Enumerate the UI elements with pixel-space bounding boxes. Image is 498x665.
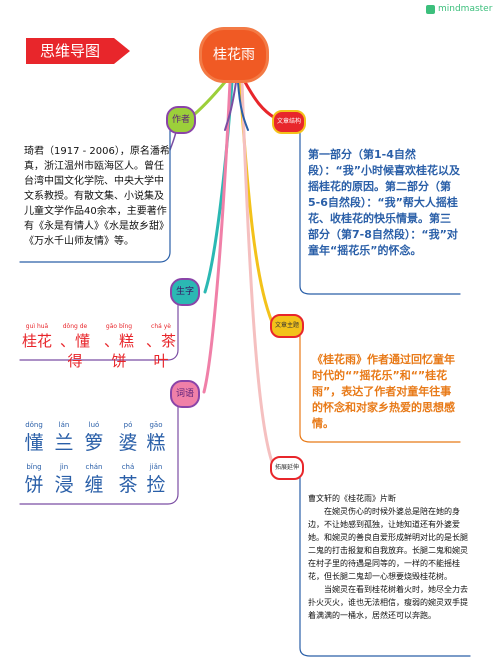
pinyin: dǒng de [62,323,88,330]
hanzi: 、懂得 [59,332,90,370]
branch-structure [243,80,277,120]
hanzi: 、糕饼 [103,332,134,370]
branch-extension [240,80,274,464]
hanzi: 捡 [146,474,166,496]
shengzi-frame [19,301,179,361]
vocab-item: jiǎn 捡 [142,462,170,498]
vocab-item: lán 兰 [50,420,78,456]
hanzi: 茶 [118,474,138,496]
extension-paragraph-1: 在婉灵伤心的时候外婆总是陪在她的身边，不让她感到孤独，让她知道还有外婆爱她。和婉… [308,507,468,581]
brand-logo-icon [426,5,435,14]
hanzi: 缠 [84,474,104,496]
pinyin: chá [121,463,135,471]
title-arrow-icon [114,38,130,64]
hanzi: 桂花 [22,332,53,350]
extension-title: 曹文轩的《桂花雨》片断 [308,494,396,503]
extension-topic[interactable]: 拓展延伸 [270,456,304,480]
shengzi-row: guì huā 桂花 dǒng de 、懂得 gāo bǐng 、糕饼 chá … [22,322,176,370]
vocab-item: luó 箩 [80,420,108,456]
pinyin: chán [85,463,103,471]
hanzi: 婆 [118,432,138,454]
shengzi-item: gāo bǐng 、糕饼 [98,322,140,371]
pinyin: luó [88,421,100,429]
vocab-item: dǒng 懂 [20,420,48,456]
author-frame [19,129,171,263]
extension-paragraph-2: 当婉灵在看到桂花树着火时，她尽全力去扑火灭火，谁也无法相信，瘦弱的婉灵双手提着满… [308,585,468,620]
pinyin: guì huā [25,323,49,330]
hanzi: 箩 [84,432,104,454]
pinyin: chá yè [151,323,171,330]
pinyin: gāo bǐng [105,323,133,330]
hanzi: 、茶叶 [145,332,176,370]
pinyin: jiǎn [149,463,163,471]
author-topic[interactable]: 作者 [166,106,196,134]
theme-frame [299,335,461,443]
shengzi-item: chá yè 、茶叶 [140,322,182,371]
hanzi: 饼 [24,474,44,496]
theme-topic[interactable]: 文章主题 [270,314,304,338]
author-text: 琦君（1917 - 2006），原名潘希真，浙江温州市瓯海区人。曾任台湾中国文化… [24,146,170,247]
shengzi-topic[interactable]: 生字 [170,278,200,306]
hanzi: 兰 [54,432,74,454]
structure-topic[interactable]: 文章结构 [272,110,306,134]
page-title: 思维导图 [26,38,114,64]
hanzi: 糕 [146,432,166,454]
pinyin: bǐng [26,463,42,471]
vocab-row-1: dǒng 懂 lán 兰 luó 箩 pó 婆 gāo 糕 [20,420,170,460]
vocab-item: chá 茶 [114,462,142,498]
extension-text: 曹文轩的《桂花雨》片断 在婉灵伤心的时候外婆总是陪在她的身边，不让她感到孤独，让… [308,492,468,622]
hanzi: 浸 [54,474,74,496]
branch-vocab [202,80,232,394]
extension-frame [299,475,471,657]
vocab-item: pó 婆 [114,420,142,456]
vocab-item: bǐng 饼 [20,462,48,498]
vocab-row-2: bǐng 饼 jìn 浸 chán 缠 chá 茶 jiǎn 捡 [20,462,170,502]
vocab-item: chán 缠 [80,462,108,498]
pinyin: pó [123,421,133,429]
shengzi-item: guì huā 桂花 [22,322,52,351]
center-topic[interactable]: 桂花雨 [202,30,266,80]
pinyin: gāo [149,421,163,429]
structure-frame [299,131,461,295]
hanzi: 懂 [24,432,44,454]
pinyin: lán [58,421,70,429]
vocab-item: jìn 浸 [50,462,78,498]
branch-author [188,80,227,120]
vocab-item: gāo 糕 [142,420,170,456]
structure-text: 第一部分（第1-4自然段）：“我”小时候喜欢桂花以及摇桂花的原因。第二部分（第5… [308,148,460,257]
pinyin: jìn [59,463,69,471]
vocab-frame [19,403,179,505]
vocab-topic[interactable]: 词语 [170,380,200,408]
theme-text: 《桂花雨》作者通过回忆童年时代的“”摇花乐”和“”桂花雨”，表达了作者对童年往事… [312,353,455,430]
shengzi-item: dǒng de 、懂得 [54,322,96,371]
brand-name: mindmaster [438,4,493,14]
pinyin: dǒng [25,421,43,429]
